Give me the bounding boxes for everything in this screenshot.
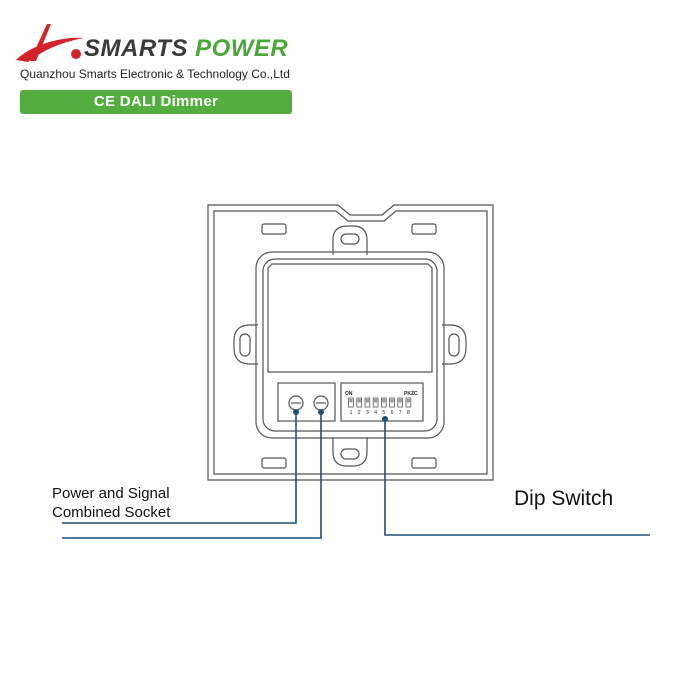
corner-slot	[261, 457, 287, 469]
dip-switch-knob	[390, 399, 394, 403]
dip-switch-knob	[374, 399, 378, 403]
left-mounting-slot-icon	[239, 333, 251, 357]
leader-dot	[382, 416, 388, 422]
dip-switch-toggle	[405, 397, 412, 408]
dip-number-label: 3	[366, 410, 369, 416]
top-mounting-slot-icon	[340, 233, 360, 245]
wall-plate-outline	[207, 204, 494, 481]
dip-number-label: 2	[358, 410, 361, 416]
socket-callout-line1: Power and Signal	[52, 485, 170, 502]
product-banner: CE DALI Dimmer	[20, 90, 292, 114]
company-name: Quanzhou Smarts Electronic & Technology …	[20, 67, 290, 81]
bottom-mounting-tab	[332, 437, 368, 467]
dip-switch-toggle	[364, 397, 371, 408]
socket-callout-line2: Combined Socket	[52, 504, 171, 521]
leader-dot	[318, 409, 324, 415]
right-mounting-slot-icon	[448, 333, 460, 357]
brand-name: SMARTS POWER	[84, 35, 288, 63]
brand-name-part1: SMARTS	[84, 35, 188, 62]
dip-switch-knob	[406, 399, 410, 403]
socket-callout: Power and Signal Combined Socket	[52, 484, 170, 522]
corner-slot	[411, 457, 437, 469]
left-mounting-tab	[233, 324, 258, 365]
dip-number-label: 7	[399, 410, 402, 416]
dip-number-label: 5	[382, 410, 385, 416]
dip-switch-knob	[398, 399, 402, 403]
dip-number-label: 6	[391, 410, 394, 416]
module-housing-inner	[262, 258, 438, 432]
module-housing	[255, 251, 445, 439]
corner-slot	[411, 223, 437, 235]
right-mounting-tab	[442, 324, 467, 365]
brand-name-part2: POWER	[195, 35, 289, 62]
socket-leader-line-1	[62, 412, 297, 524]
corner-slot	[261, 223, 287, 235]
smarts-power-logo-icon	[16, 24, 84, 62]
dip-switch-block	[340, 382, 424, 422]
dip-switch-knob	[382, 399, 386, 403]
dip-right-label: PKZC	[404, 391, 418, 397]
dip-switch-toggle	[389, 397, 395, 408]
dip-switch-toggle	[372, 397, 379, 408]
power-signal-socket	[277, 382, 336, 422]
dip-switch-toggle	[380, 397, 387, 408]
dip-switch-knob	[365, 399, 369, 403]
dip-switch-toggle	[356, 397, 362, 408]
dip-leader-line	[384, 419, 650, 536]
bottom-mounting-slot-icon	[340, 448, 360, 460]
dip-switch-toggle	[397, 397, 403, 408]
dip-callout: Dip Switch	[514, 487, 614, 510]
dip-switch-knob	[349, 399, 353, 403]
module-cavity	[267, 263, 433, 373]
dip-number-label: 4	[374, 410, 377, 416]
socket-leader-line-2	[62, 412, 322, 539]
dip-switch-toggle	[348, 397, 354, 408]
dip-number-label: 8	[407, 410, 410, 416]
dip-switch-knob	[357, 399, 361, 403]
dip-toggles	[348, 397, 412, 408]
dip-on-label: ON	[345, 391, 353, 397]
wall-plate-inner-outline	[213, 210, 488, 475]
leader-dot	[293, 409, 299, 415]
top-mounting-tab	[332, 225, 368, 255]
dip-number-label: 1	[350, 410, 353, 416]
